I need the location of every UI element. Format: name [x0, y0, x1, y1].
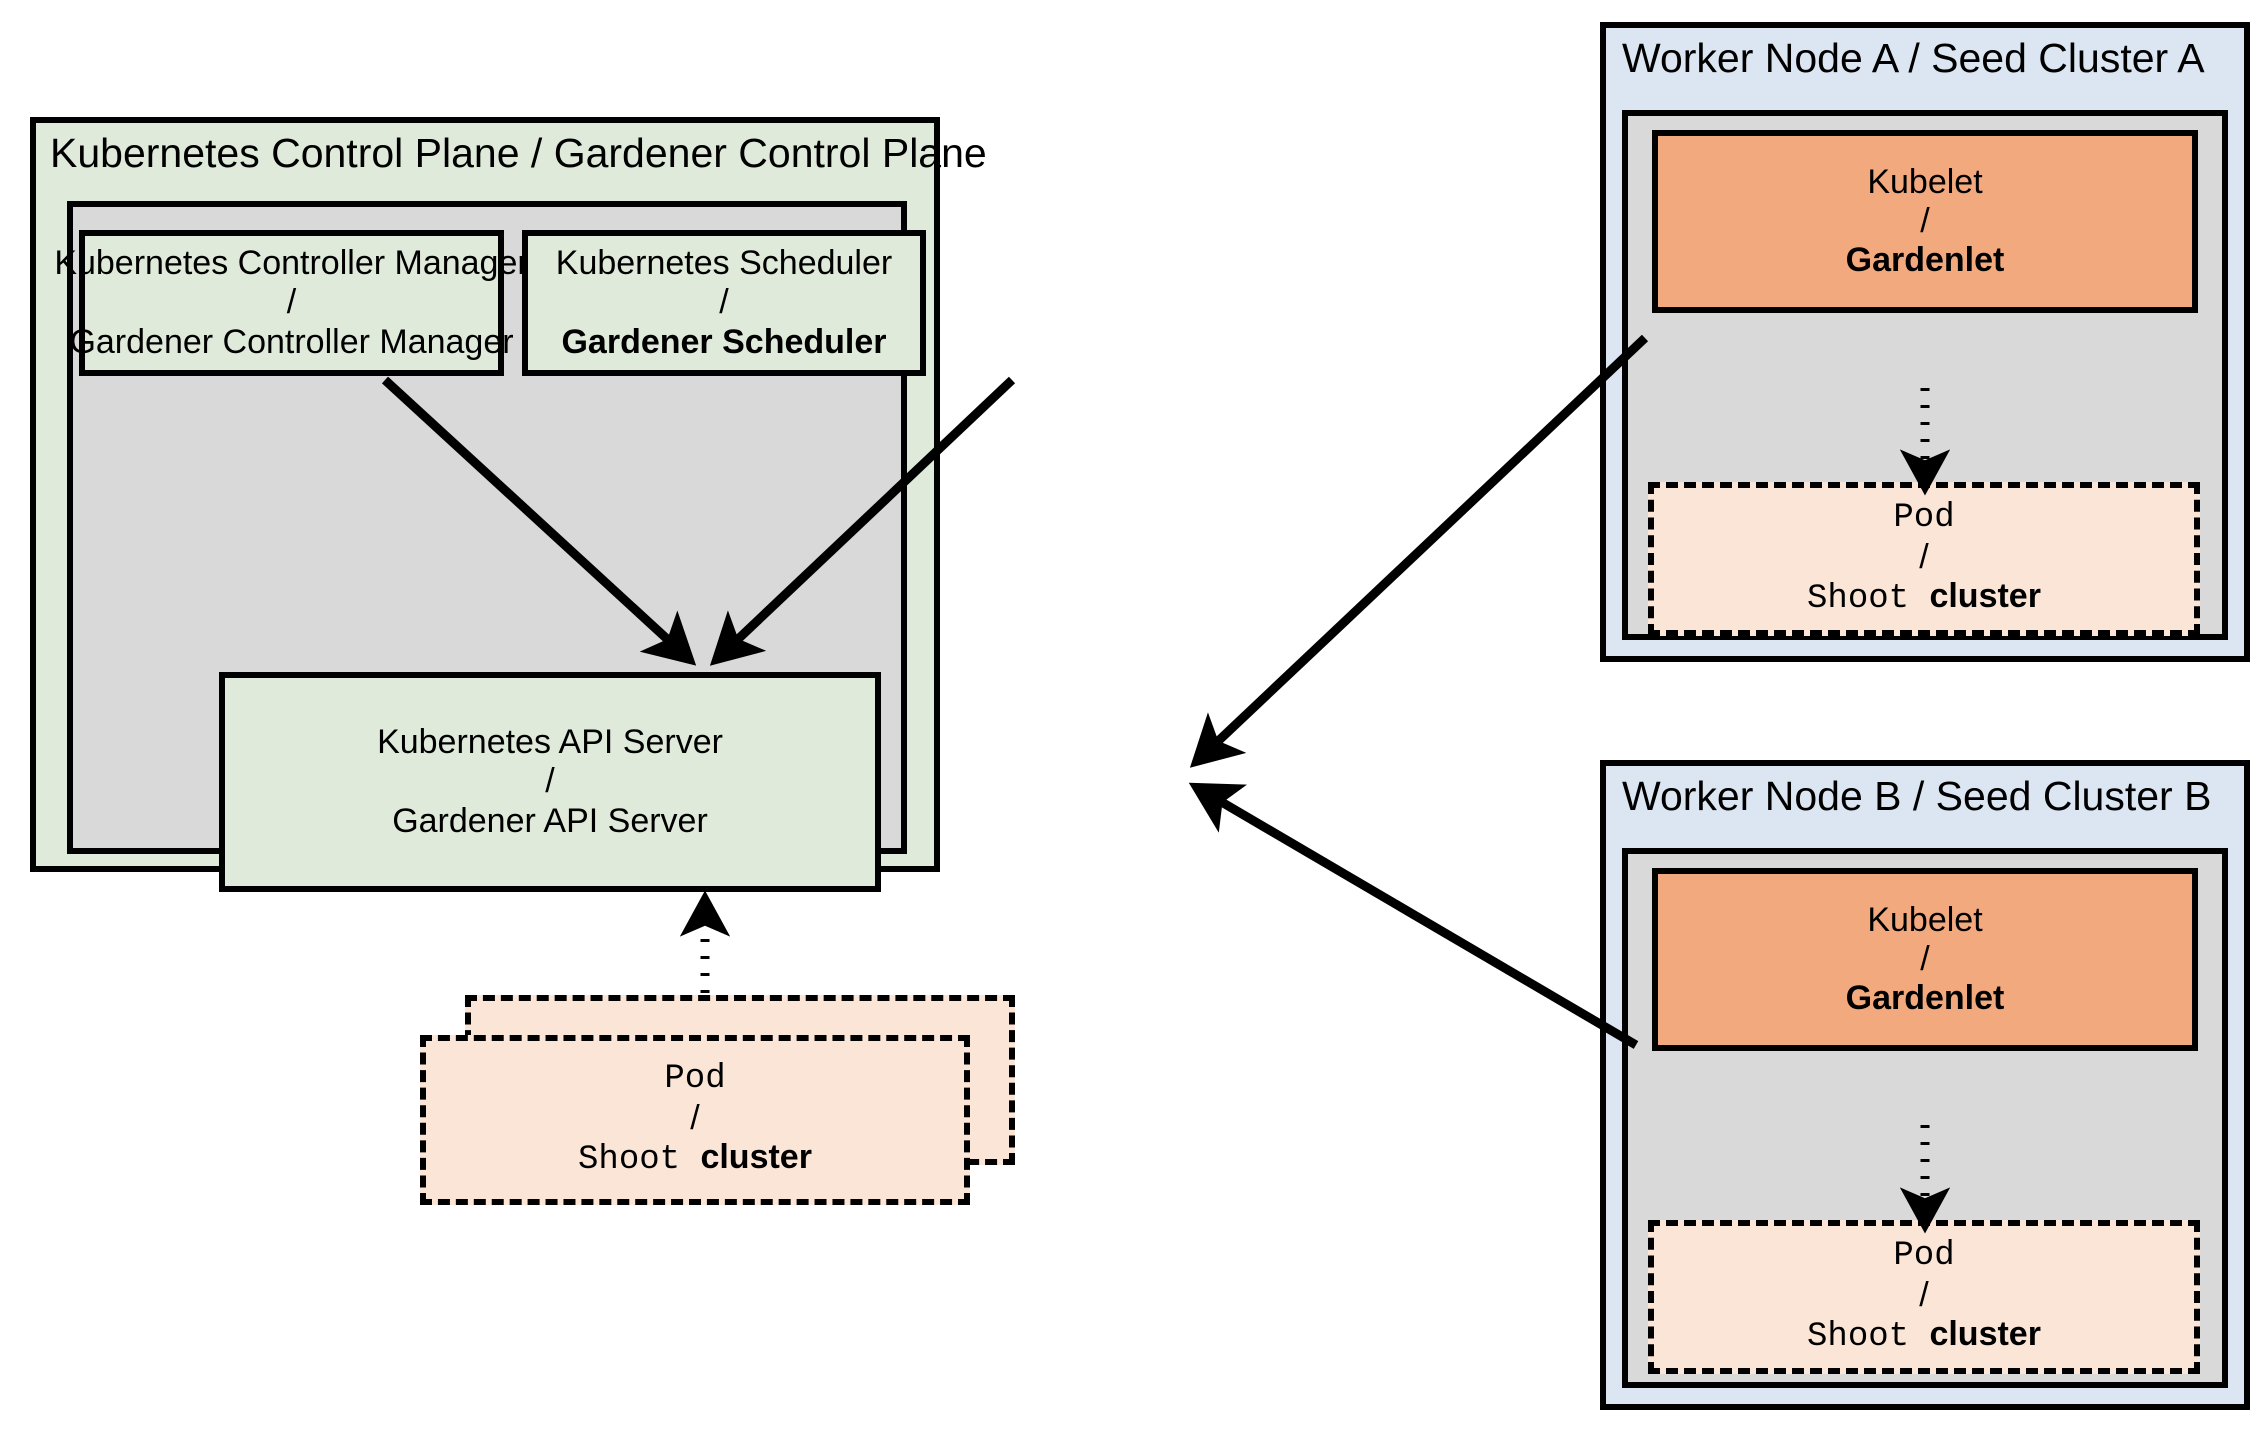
api-server-box[interactable]: Kubernetes API Server / Gardener API Ser…: [219, 672, 881, 892]
arrow-gardenlet-a-to-api-server: [1189, 334, 1649, 768]
api-server-line2: Gardener API Server: [392, 801, 708, 840]
controller-manager-line2: Gardener Controller Manager: [69, 322, 514, 361]
control-plane-title: Kubernetes Control Plane / Gardener Cont…: [50, 130, 987, 176]
scheduler-line1: Kubernetes Scheduler: [555, 244, 893, 283]
scheduler-separator: /: [719, 283, 729, 322]
worker-node-a-pod-line2: Shoot cluster: [1807, 577, 2041, 619]
worker-node-b-pod-line1: Pod: [1893, 1236, 1955, 1275]
worker-node-a-pod-separator: /: [1919, 537, 1929, 576]
control-plane-pod-line2-mono: Shoot: [578, 1141, 701, 1180]
worker-node-a-kubelet-line2: Gardenlet: [1845, 241, 2005, 280]
worker-node-b-kubelet-line1: Kubelet: [1867, 900, 1983, 939]
control-plane-pod-front-card[interactable]: Pod / Shoot cluster: [420, 1035, 970, 1205]
worker-node-b-title: Worker Node B / Seed Cluster B: [1622, 773, 2212, 819]
worker-node-a-kubelet-box[interactable]: Kubelet / Gardenlet: [1652, 130, 2198, 313]
api-server-separator: /: [545, 762, 555, 801]
control-plane-pod-line2: Shoot cluster: [578, 1138, 812, 1180]
arrow-gardenlet-b-to-api-server: [1188, 782, 1639, 1049]
worker-node-a-pod-line2-bold: cluster: [1929, 577, 2041, 616]
worker-node-b-pod-separator: /: [1919, 1275, 1929, 1314]
controller-manager-separator: /: [286, 283, 297, 322]
control-plane-pod-stack[interactable]: Pod / Shoot cluster: [420, 995, 1015, 1210]
worker-node-a-pod-line1: Pod: [1893, 498, 1955, 537]
control-plane-pod-separator: /: [690, 1098, 700, 1137]
scheduler-box[interactable]: Kubernetes Scheduler / Gardener Schedule…: [522, 230, 926, 376]
controller-manager-line1: Kubernetes Controller Manager: [54, 244, 529, 283]
worker-node-b-pod-line2-bold: cluster: [1929, 1315, 2041, 1354]
worker-node-b-pod-line2: Shoot cluster: [1807, 1315, 2041, 1357]
worker-node-b-pod-line2-mono: Shoot: [1807, 1318, 1930, 1357]
worker-node-a-kubelet-separator: /: [1920, 201, 1930, 240]
api-server-line1: Kubernetes API Server: [377, 723, 723, 762]
worker-node-a-kubelet-line1: Kubelet: [1867, 162, 1983, 201]
worker-node-a-title: Worker Node A / Seed Cluster A: [1622, 35, 2205, 81]
worker-node-b-pod-box[interactable]: Pod / Shoot cluster: [1648, 1220, 2200, 1374]
worker-node-b-kubelet-box[interactable]: Kubelet / Gardenlet: [1652, 868, 2198, 1051]
control-plane-pod-line2-bold: cluster: [700, 1138, 812, 1177]
worker-node-a-pod-line2-mono: Shoot: [1807, 580, 1930, 619]
scheduler-line2: Gardener Scheduler: [561, 322, 887, 361]
worker-node-b-kubelet-separator: /: [1920, 939, 1930, 978]
worker-node-a-pod-box[interactable]: Pod / Shoot cluster: [1648, 482, 2200, 636]
worker-node-b-kubelet-line2: Gardenlet: [1845, 979, 2005, 1018]
controller-manager-box[interactable]: Kubernetes Controller Manager / Gardener…: [54, 230, 529, 376]
control-plane-pod-line1: Pod: [664, 1059, 726, 1098]
